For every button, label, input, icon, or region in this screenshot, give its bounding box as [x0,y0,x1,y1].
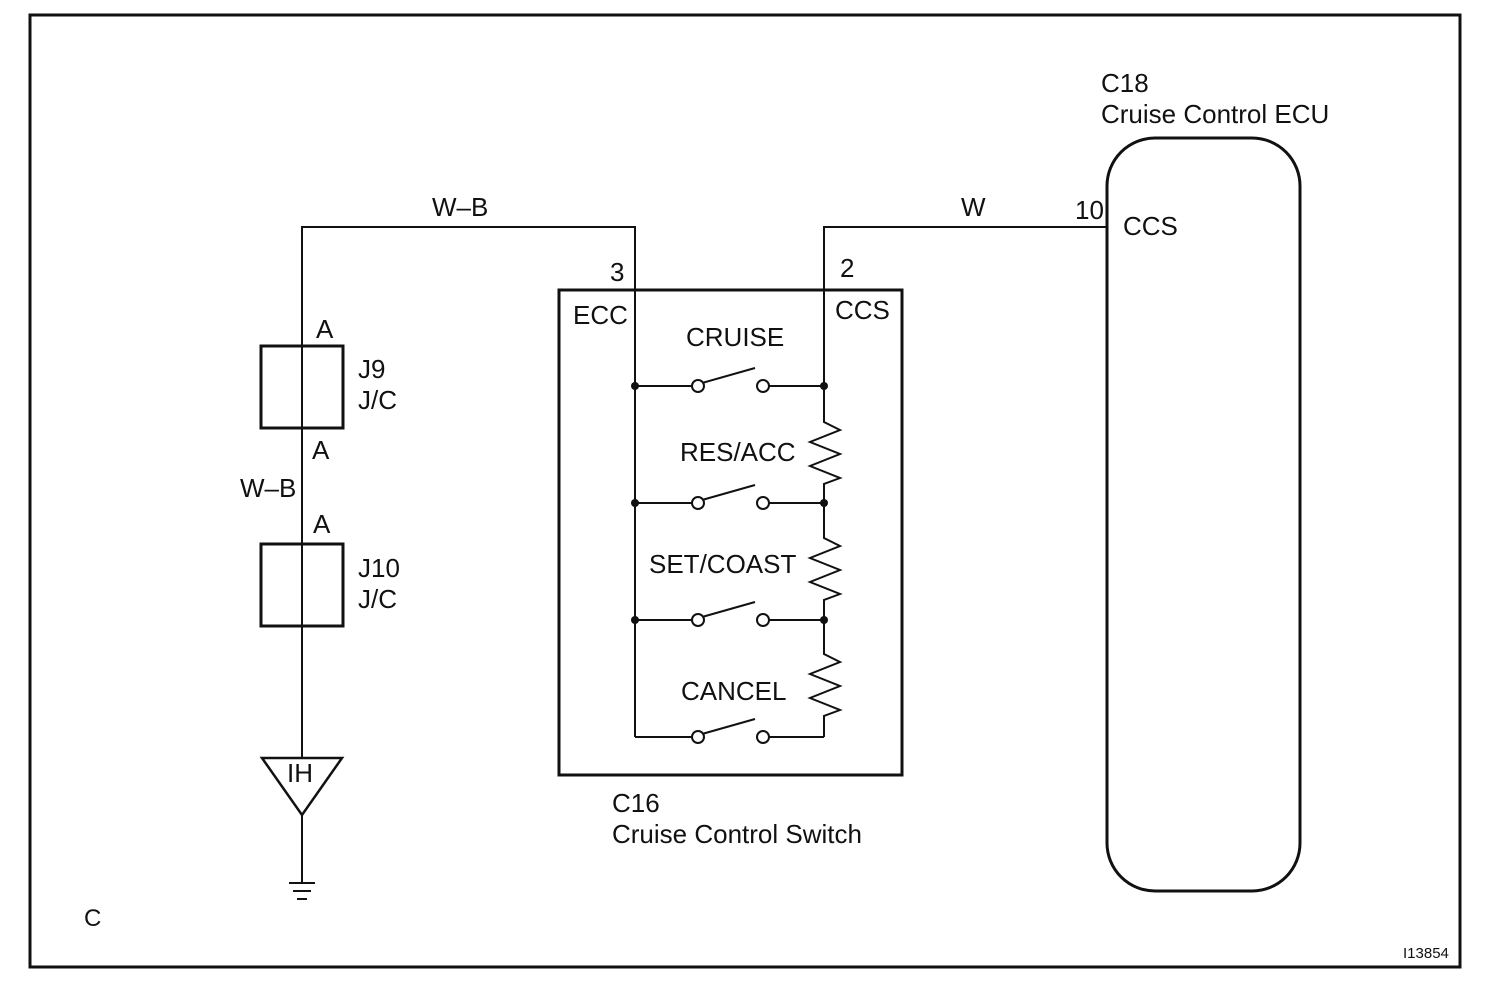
junction-j9-code: J9 [358,354,385,384]
junction-j10-type: J/C [358,584,397,614]
ecu-pin-name: CCS [1123,211,1178,241]
resistor-1 [807,386,843,503]
ground-icon [289,882,315,900]
resistor-2 [807,503,843,620]
junction-j9-type: J/C [358,385,397,415]
switch-body [557,288,904,777]
switch-cruise-label: CRUISE [686,322,784,352]
ecu-code: C18 [1101,68,1149,98]
switch-setcoast-label: SET/COAST [649,549,796,579]
junction-j10-code: J10 [358,553,400,583]
switch-pin-right-name: CCS [835,295,890,325]
switch-pin-left-number: 3 [610,257,624,287]
wire-vertical-color: W–B [240,473,296,503]
figure-id: I13854 [1403,945,1449,962]
ground-label: IH [287,758,313,788]
switch-cancel [635,718,824,744]
ecu-name: Cruise Control ECU [1101,99,1329,129]
wire-top-left-color: W–B [432,192,488,222]
junction-j10-pin-top: A [313,509,331,539]
switch-resacc-label: RES/ACC [680,437,796,467]
resistor-3 [807,620,843,737]
switch-cancel-label: CANCEL [681,676,786,706]
junction-j9-pin-bottom: A [312,435,330,465]
switch-setcoast [631,601,828,627]
wire-top-right [823,226,1107,290]
ecu-pin-number: 10 [1075,195,1104,225]
corner-letter: C [84,905,101,932]
ecu-body [1105,136,1302,893]
diagram-frame [28,13,1462,969]
wire-top-right-color: W [961,192,986,222]
switch-cruise [631,367,828,393]
switch-code: C16 [612,788,660,818]
switch-pin-left-name: ECC [573,300,628,330]
ground-point-triangle [259,756,345,818]
wire-top-left [301,226,636,820]
switch-resacc [631,484,828,510]
junction-j9-pin-top: A [316,314,334,344]
switch-name: Cruise Control Switch [612,819,862,849]
switch-pin-right-number: 2 [840,253,854,283]
